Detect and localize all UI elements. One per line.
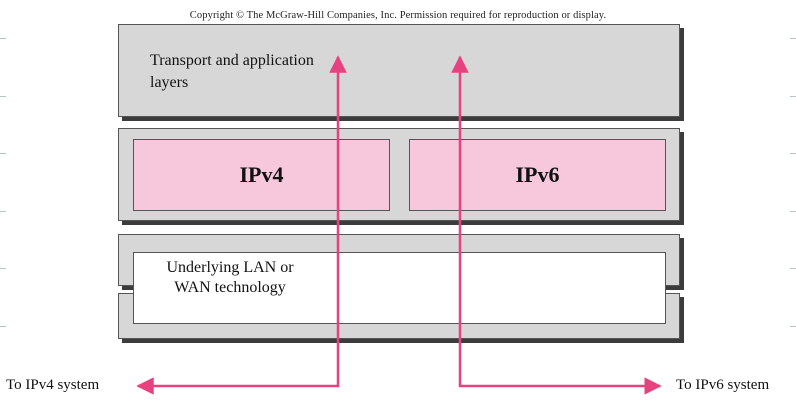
page-edge-mark — [0, 96, 6, 97]
page-edge-mark — [0, 38, 6, 39]
page-edge-mark — [790, 38, 796, 39]
copyright-notice: Copyright © The McGraw-Hill Companies, I… — [189, 10, 607, 21]
page-edge-mark — [790, 268, 796, 269]
page-edge-mark — [0, 268, 6, 269]
page-edge-mark — [0, 326, 6, 327]
page-edge-mark — [790, 326, 796, 327]
page-edge-mark — [790, 211, 796, 212]
to-ipv4-system-label: To IPv4 system — [6, 377, 100, 393]
page-edge-mark — [0, 153, 6, 154]
to-ipv6-system-label: To IPv6 system — [676, 377, 770, 393]
ipv6-path-arrow — [451, 55, 662, 395]
ipv4-path-arrow — [136, 55, 347, 395]
page-edge-mark — [790, 153, 796, 154]
page-edge-mark — [0, 211, 6, 212]
page-edge-mark — [790, 96, 796, 97]
